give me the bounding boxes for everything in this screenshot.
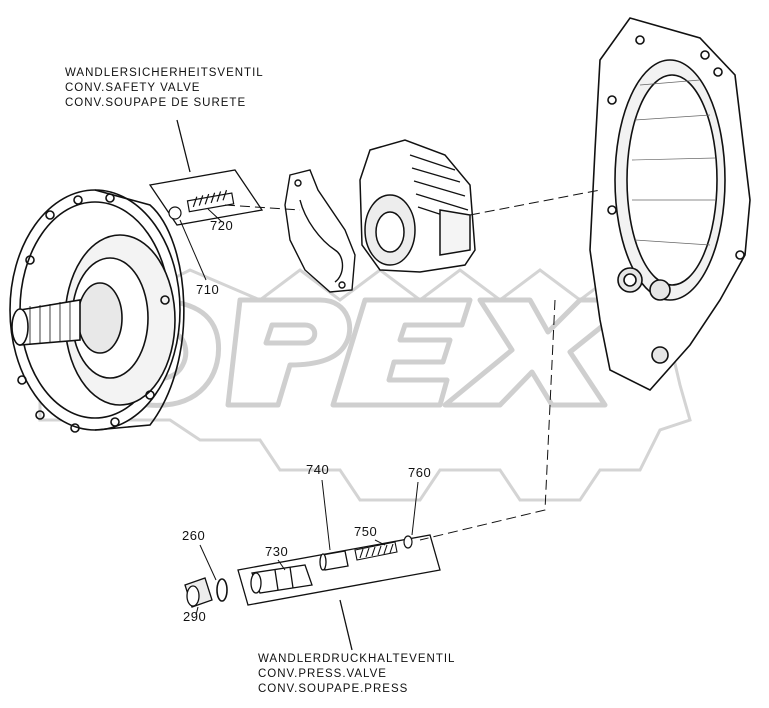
safety-valve-box xyxy=(148,119,264,226)
part-number-290: 290 xyxy=(183,609,207,624)
safety-valve-caption-de: WANDLERSICHERHEITSVENTIL xyxy=(65,67,264,79)
safety-valve-caption-en: CONV.SAFETY VALVE xyxy=(65,82,201,94)
converter-bell-housing-icon xyxy=(589,17,751,391)
pressure-valve-spring-icon xyxy=(354,541,398,561)
pressure-valve-box xyxy=(237,534,441,651)
valve-block-icon xyxy=(359,139,476,273)
safety-valve-ball-icon xyxy=(168,206,182,220)
safety-valve-spring-icon xyxy=(186,189,235,213)
valve-ring-icon xyxy=(403,535,413,549)
pressure-valve-caption-fr: CONV.SOUPAPE.PRESS xyxy=(258,683,409,695)
pressure-valve-caption-de: WANDLERDRUCKHALTEVENTIL xyxy=(258,653,456,665)
part-number-740: 740 xyxy=(306,462,330,477)
part-number-710: 710 xyxy=(196,282,220,297)
safety-valve-caption: WANDLERSICHERHEITSVENTIL CONV.SAFETY VAL… xyxy=(65,66,264,111)
valve-piston-icon xyxy=(250,564,313,594)
part-number-260: 260 xyxy=(182,528,206,543)
part-number-750: 750 xyxy=(354,524,378,539)
safety-valve-caption-fr: CONV.SOUPAPE DE SURETE xyxy=(65,97,247,109)
valve-sleeve-icon xyxy=(319,550,349,571)
pressure-valve-caption: WANDLERDRUCKHALTEVENTIL CONV.PRESS.VALVE… xyxy=(258,652,455,697)
opex-watermark-letters xyxy=(99,297,638,408)
screw-plug-icon xyxy=(184,577,213,608)
part-number-720: 720 xyxy=(210,218,234,233)
o-ring-icon xyxy=(216,578,228,602)
part-number-730: 730 xyxy=(265,544,289,559)
gasket-icon xyxy=(284,169,356,293)
pressure-valve-caption-en: CONV.PRESS.VALVE xyxy=(258,668,387,680)
alignment-dashed-lines xyxy=(224,189,601,541)
part-number-760: 760 xyxy=(408,465,432,480)
pump-housing-icon xyxy=(9,189,185,433)
leader-lines xyxy=(179,208,419,616)
opex-logo-gear-icon xyxy=(38,268,692,502)
